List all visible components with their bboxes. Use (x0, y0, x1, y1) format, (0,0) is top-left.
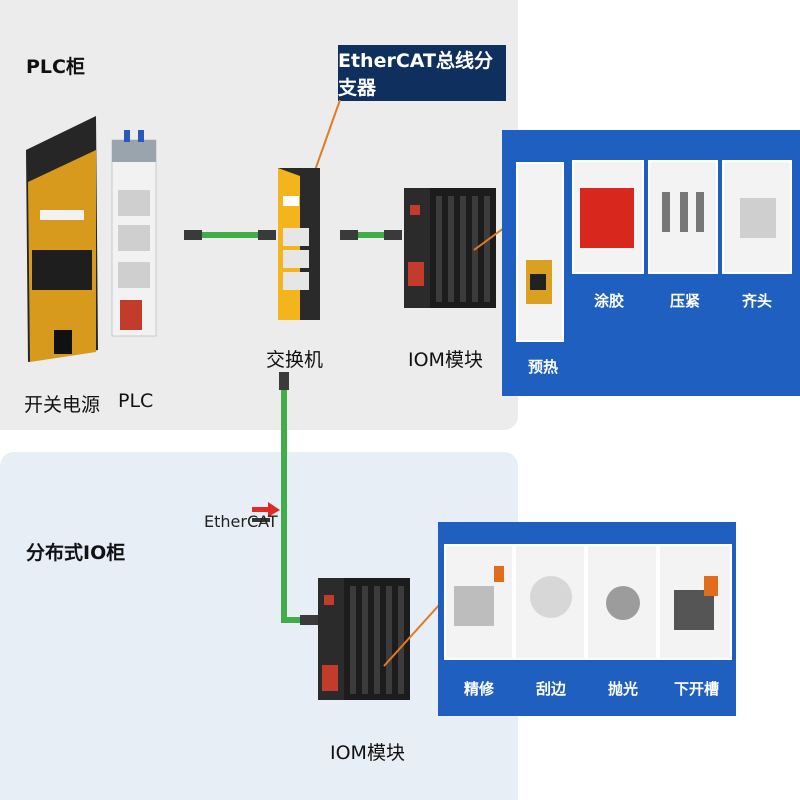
station-photo-preheat (516, 162, 564, 342)
iom-bottom-pointer-line (383, 603, 441, 667)
bottom-stations-panel: 精修 刮边 抛光 下开槽 (438, 522, 736, 716)
cable-switch-to-distributed-iom (279, 372, 318, 625)
station-photo-press (648, 160, 718, 274)
station-label-polish: 抛光 (608, 680, 639, 698)
station-label-glue: 涂胶 (594, 292, 625, 310)
iom-module-label-top: IOM模块 (408, 349, 483, 371)
ethercat-logo: EtherCAT (204, 512, 278, 531)
cable-switch-to-iom (340, 230, 402, 240)
station-photo-polish (586, 544, 658, 660)
station-label-scrape: 刮边 (536, 680, 567, 698)
industrial-switch-device (278, 168, 320, 320)
station-label-preheat: 预热 (528, 358, 559, 376)
plc-device (111, 130, 157, 337)
switch-label: 交换机 (266, 349, 324, 371)
plc-label: PLC (118, 390, 154, 412)
station-photo-scrape (514, 544, 586, 660)
station-photo-groove (658, 544, 732, 660)
ethercat-logo-arrow (252, 502, 280, 522)
station-photo-trim (722, 160, 792, 274)
station-photo-glue (572, 160, 644, 274)
station-label-groove: 下开槽 (674, 680, 720, 698)
cable-plc-to-switch (184, 230, 276, 240)
station-label-finish-trim: 精修 (464, 680, 495, 698)
ethercat-branch-callout: EtherCAT总线分支器 (338, 45, 506, 101)
iom-module-bottom (318, 578, 410, 700)
top-stations-panel: 预热 涂胶 压紧 齐头 (502, 130, 800, 396)
station-label-press: 压紧 (670, 292, 701, 310)
power-supply-device (26, 116, 98, 362)
iom-module-label-bottom: IOM模块 (330, 742, 405, 764)
iom-module-top (404, 188, 496, 308)
station-photo-finish-trim (444, 544, 514, 660)
station-label-trim: 齐头 (742, 292, 773, 310)
distributed-io-cabinet-title: 分布式IO柜 (26, 542, 126, 564)
power-supply-label: 开关电源 (24, 394, 101, 416)
plc-cabinet-title: PLC柜 (26, 56, 85, 78)
